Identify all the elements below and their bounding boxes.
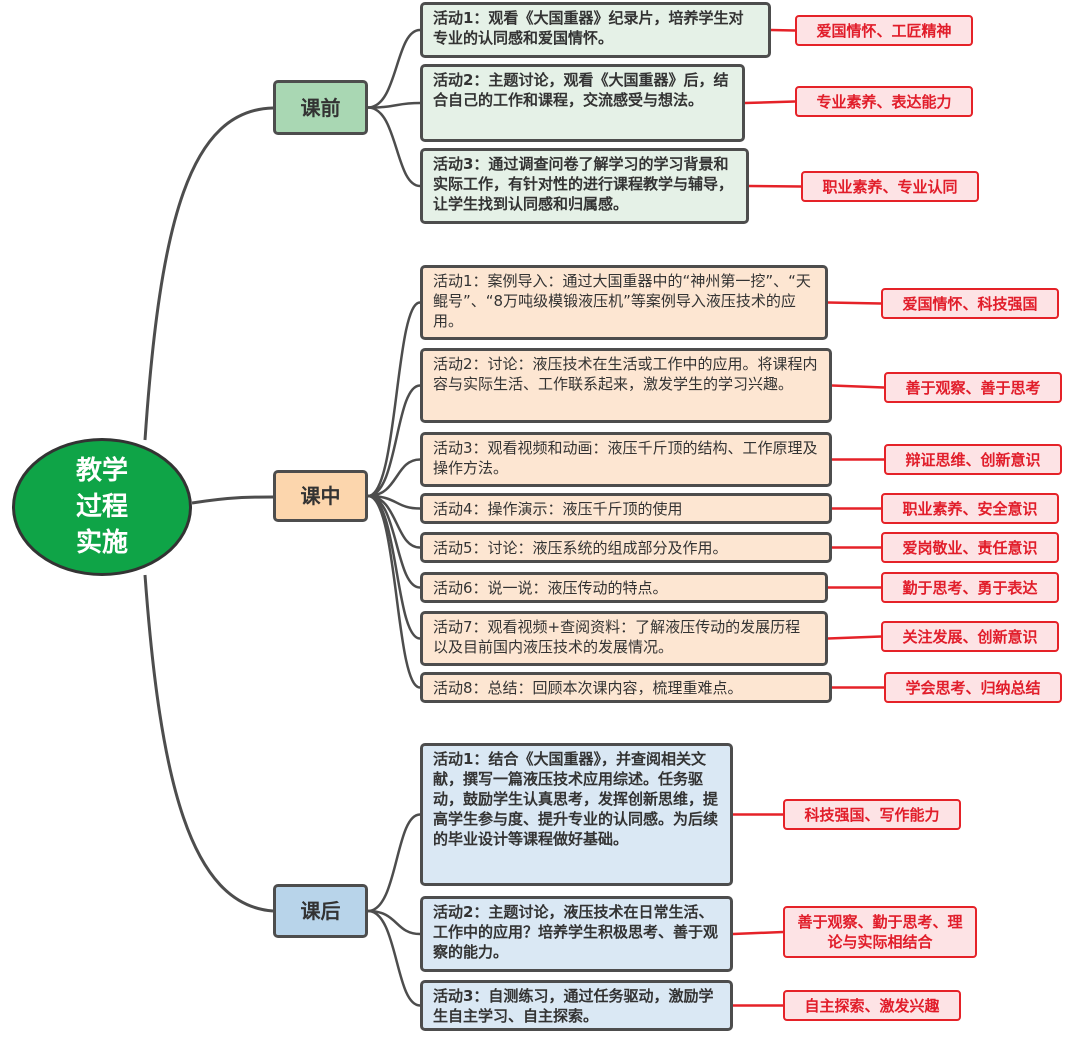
post-activity-2-tag: 善于观察、勤于思考、理论与实际相结合	[783, 906, 977, 958]
link-root-in	[191, 495, 274, 505]
in-activity-5-tag: 爱岗敬业、责任意识	[881, 532, 1059, 563]
pre-activity-3-tag: 职业素养、专业认同	[801, 171, 979, 202]
link-activity-tag	[827, 635, 882, 640]
link-phase-activity	[367, 494, 421, 689]
link-root-post	[143, 574, 274, 913]
post-activity-3-tag: 自主探索、激发兴趣	[783, 990, 961, 1021]
in-activity-1-tag: 爱国情怀、科技强国	[881, 288, 1059, 319]
in-activity-2: 活动2：讨论：液压技术在生活或工作中的应用。将课程内容与实际生活、工作联系起来，…	[420, 348, 832, 423]
link-activity-tag	[744, 100, 796, 105]
link-phase-activity	[367, 101, 421, 109]
in-activity-8-tag: 学会思考、归纳总结	[884, 672, 1062, 703]
root-node: 教学过程实施	[12, 438, 192, 576]
link-phase-activity	[367, 28, 421, 109]
pre-activity-1: 活动1：观看《大国重器》纪录片，培养学生对专业的认同感和爱国情怀。	[420, 2, 771, 58]
post-activity-3: 活动3：自测练习，通过任务驱动，激励学生自主学习、自主探索。	[420, 980, 733, 1031]
in-activity-4: 活动4：操作演示：液压千斤顶的使用	[420, 493, 832, 524]
pre-activity-2-tag: 专业素养、表达能力	[795, 86, 973, 117]
link-activity-tag	[748, 184, 802, 188]
in-activity-2-tag: 善于观察、善于思考	[884, 372, 1062, 403]
in-activity-3: 活动3：观看视频和动画：液压千斤顶的结构、工作原理及操作方法。	[420, 432, 832, 487]
link-phase-activity	[367, 458, 421, 498]
link-phase-activity	[367, 494, 421, 549]
link-phase-activity	[367, 813, 421, 913]
phase-in-class: 课中	[273, 470, 368, 522]
link-phase-activity	[367, 106, 421, 188]
in-activity-7: 活动7：观看视频+查阅资料：了解液压传动的发展历程以及目前国内液压技术的发展情况…	[420, 611, 828, 666]
in-activity-6: 活动6：说一说：液压传动的特点。	[420, 572, 828, 603]
pre-activity-1-tag: 爱国情怀、工匠精神	[795, 15, 973, 46]
in-activity-5: 活动5：讨论：液压系统的组成部分及作用。	[420, 532, 832, 563]
post-activity-1: 活动1：结合《大国重器》，并查阅相关文献，撰写一篇液压技术应用综述。任务驱动，鼓…	[420, 743, 733, 886]
link-activity-tag	[732, 930, 784, 936]
link-phase-activity	[367, 384, 421, 498]
link-phase-activity	[367, 909, 421, 936]
link-root-pre	[143, 106, 274, 441]
in-activity-7-tag: 关注发展、创新意识	[881, 621, 1059, 652]
in-activity-8: 活动8：总结：回顾本次课内容，梳理重难点。	[420, 672, 832, 703]
link-phase-activity	[367, 909, 421, 1007]
phase-post-class: 课后	[273, 884, 368, 938]
in-activity-3-tag: 辩证思维、创新意识	[884, 444, 1062, 475]
post-activity-2: 活动2：主题讨论，液压技术在日常生活、工作中的应用？培养学生积极思考、善于观察的…	[420, 896, 733, 972]
pre-activity-3: 活动3：通过调查问卷了解学习的学习背景和实际工作，有针对性的进行课程教学与辅导，…	[420, 148, 749, 224]
link-activity-tag	[827, 301, 882, 305]
link-activity-tag	[770, 28, 796, 32]
in-activity-4-tag: 职业素养、安全意识	[881, 493, 1059, 524]
pre-activity-2: 活动2：主题讨论，观看《大国重器》后，结合自己的工作和课程，交流感受与想法。	[420, 64, 745, 142]
link-phase-activity	[367, 301, 421, 498]
in-activity-1: 活动1：案例导入：通过大国重器中的“神州第一挖”、“天鲲号”、“8万吨级模锻液压…	[420, 265, 828, 340]
link-activity-tag	[831, 384, 885, 389]
phase-pre-class: 课前	[273, 80, 368, 135]
in-activity-6-tag: 勤于思考、勇于表达	[881, 572, 1059, 603]
post-activity-1-tag: 科技强国、写作能力	[783, 799, 961, 830]
